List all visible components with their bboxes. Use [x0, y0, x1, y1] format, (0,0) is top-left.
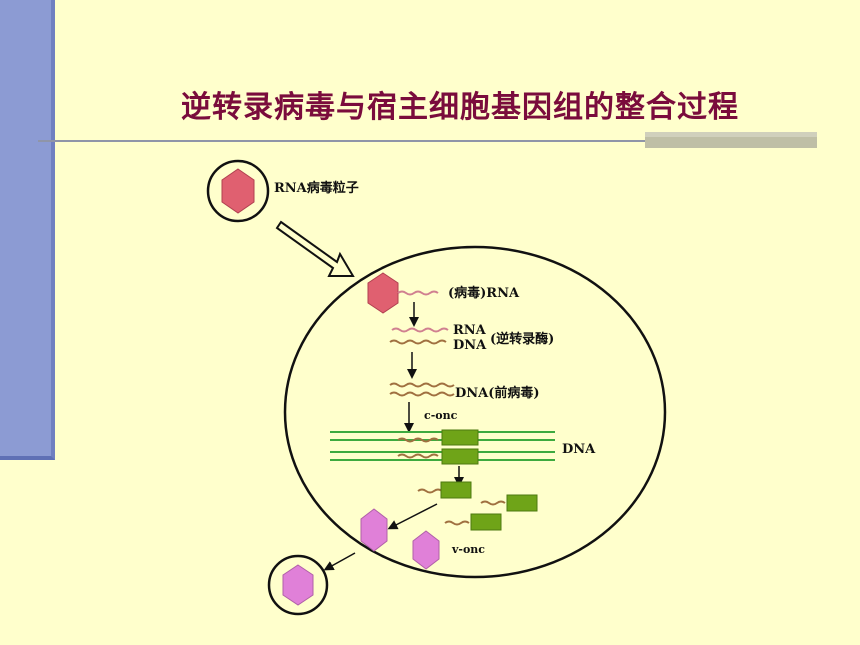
arrow-assembly — [387, 503, 438, 530]
v-onc-gene-box-3 — [470, 513, 502, 531]
provirus-dna-strand-1 — [389, 382, 455, 388]
virus-particle-envelope — [206, 159, 270, 223]
label-v-onc: v-onc — [451, 543, 485, 556]
label-c-onc: c-onc — [424, 409, 458, 422]
hybrid-rna-strand — [391, 327, 449, 333]
sidebar-accent — [0, 0, 55, 460]
released-virion — [267, 554, 329, 616]
label-dna: DNA — [453, 338, 487, 353]
provirus-dna-strand-2 — [389, 391, 455, 397]
new-virion-2 — [412, 530, 440, 570]
provirus-dna: DNA(前病毒) — [389, 382, 540, 401]
rna-dna-hybrid: RNA DNA (逆转录酶) — [389, 323, 554, 353]
released-virion-capsid — [282, 564, 314, 606]
label-rna: RNA — [453, 323, 487, 338]
v-onc-strand-3 — [444, 520, 470, 526]
hybrid-dna-strand — [389, 339, 447, 345]
virus-capsid-inside — [367, 272, 399, 314]
viral-rna-strand — [397, 290, 439, 296]
viral-rna-entry: (病毒)RNA — [367, 272, 520, 314]
v-onc-gene-box-1 — [440, 481, 472, 499]
label-viral-rna: (病毒)RNA — [448, 285, 520, 301]
label-provirus-dna: DNA(前病毒) — [455, 385, 540, 401]
label-rna-virus-particle: RNA病毒粒子 — [274, 180, 359, 196]
rna-virus-particle: RNA病毒粒子 — [206, 159, 359, 223]
new-virions: v-onc — [360, 508, 485, 570]
integrated-provirus-strand-2 — [397, 453, 439, 459]
host-dna-integration: DNA — [330, 429, 596, 465]
arrow-budding — [323, 552, 356, 571]
c-onc-gene-box-2 — [441, 448, 479, 465]
cell-membrane — [283, 245, 667, 579]
new-virion-1 — [360, 508, 388, 552]
integrated-provirus-strand-1 — [397, 437, 439, 443]
title-rule-bar-highlight — [645, 132, 817, 137]
v-onc-strand-1 — [417, 488, 443, 494]
v-onc-fragments — [417, 481, 538, 531]
virus-capsid-red — [221, 168, 255, 214]
slide-title: 逆转录病毒与宿主细胞基因组的整合过程 — [181, 90, 739, 125]
v-onc-gene-box-2 — [506, 494, 538, 512]
v-onc-strand-2 — [480, 500, 506, 506]
c-onc-gene-box-1 — [441, 429, 479, 446]
label-reverse-transcriptase: (逆转录酶) — [490, 331, 554, 347]
title-rule-line — [38, 140, 678, 142]
entry-arrow — [275, 220, 355, 277]
label-host-dna: DNA — [562, 442, 596, 457]
released-virion-envelope — [267, 554, 329, 616]
